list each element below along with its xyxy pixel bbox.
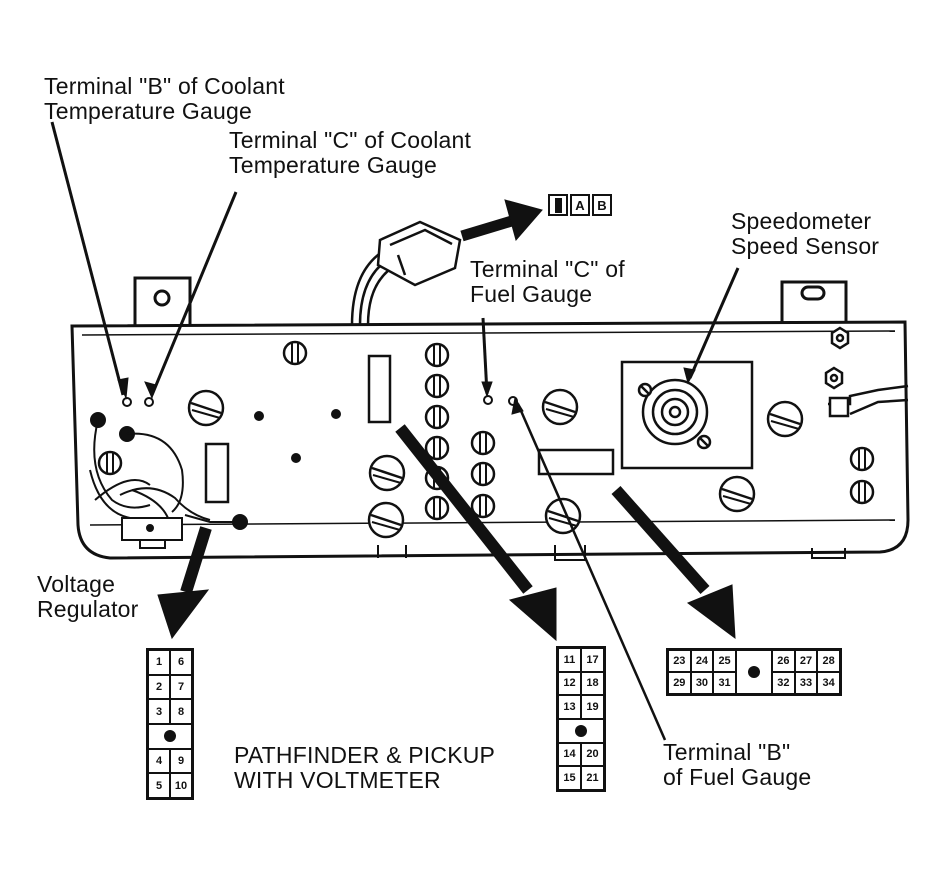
pin-33: 33 — [794, 672, 818, 694]
model-note: PATHFINDER & PICKUP WITH VOLTMETER — [234, 742, 496, 793]
pin-23: 23 — [668, 650, 691, 672]
pin-12: 12 — [558, 671, 581, 696]
pin-13: 13 — [558, 695, 581, 719]
pin-28: 28 — [817, 650, 840, 672]
gauge-terminals — [90, 395, 518, 530]
pin-32: 32 — [772, 672, 795, 694]
pin-4: 4 — [148, 748, 170, 774]
fuel-c-terminal-label: Terminal "C" of Fuel Gauge — [470, 256, 625, 307]
leader-lines — [50, 121, 740, 741]
middle-connector-pinout: 11 17 12 18 13 19 14 20 15 21 — [556, 646, 606, 792]
speed-sensor-label: Speedometer Speed Sensor — [731, 208, 880, 259]
pin-15: 15 — [558, 766, 581, 790]
pin-19: 19 — [581, 695, 604, 719]
pin-11: 11 — [558, 648, 581, 672]
coolant-b-terminal-label: Terminal "B" of Coolant Temperature Gaug… — [44, 73, 285, 124]
pin-26: 26 — [772, 650, 795, 672]
pin-7: 7 — [170, 674, 192, 700]
speed-sensor — [620, 360, 754, 470]
pin-5: 5 — [148, 773, 170, 798]
key-dot — [558, 718, 604, 743]
upper-harness-plug — [350, 220, 462, 326]
pin-21: 21 — [581, 766, 604, 790]
pin-2: 2 — [148, 674, 170, 700]
pin-25: 25 — [713, 650, 736, 672]
right-side-fittings — [824, 326, 909, 418]
fuel-b-terminal-label: Terminal "B" of Fuel Gauge — [663, 739, 812, 790]
right-connector-pinout: 23 24 25 26 27 28 29 30 31 32 33 34 — [666, 648, 842, 696]
pin-31: 31 — [713, 672, 736, 694]
left-connector-pinout: 1 6 2 7 3 8 4 9 5 10 — [146, 648, 194, 800]
pin-34: 34 — [817, 672, 840, 694]
connector-arrows — [157, 199, 736, 642]
pin-30: 30 — [690, 672, 714, 694]
coolant-c-terminal-label: Terminal "C" of Coolant Temperature Gaug… — [229, 127, 472, 178]
voltage-regulator-label: Voltage Regulator — [37, 571, 139, 622]
pin-8: 8 — [170, 699, 192, 724]
pin-label: B — [592, 194, 612, 216]
pin-24: 24 — [690, 650, 714, 672]
upper-connector-pinout: A B — [548, 194, 612, 216]
connector-lock-block — [548, 194, 568, 216]
pin-20: 20 — [581, 742, 604, 767]
pin-10: 10 — [170, 773, 192, 798]
pin-14: 14 — [558, 742, 581, 767]
pin-18: 18 — [581, 671, 604, 696]
key-dot — [148, 723, 192, 749]
cluster-slots — [204, 354, 615, 504]
pin-1: 1 — [148, 650, 170, 675]
pin-27: 27 — [794, 650, 818, 672]
pin-3: 3 — [148, 699, 170, 724]
key-dot — [735, 650, 773, 694]
pin-6: 6 — [170, 650, 192, 675]
cluster-housing — [70, 276, 910, 561]
pin-29: 29 — [668, 672, 691, 694]
pin-9: 9 — [170, 748, 192, 774]
voltage-regulator-harness — [89, 419, 240, 549]
pin-17: 17 — [581, 648, 604, 672]
pin-label: A — [570, 194, 590, 216]
